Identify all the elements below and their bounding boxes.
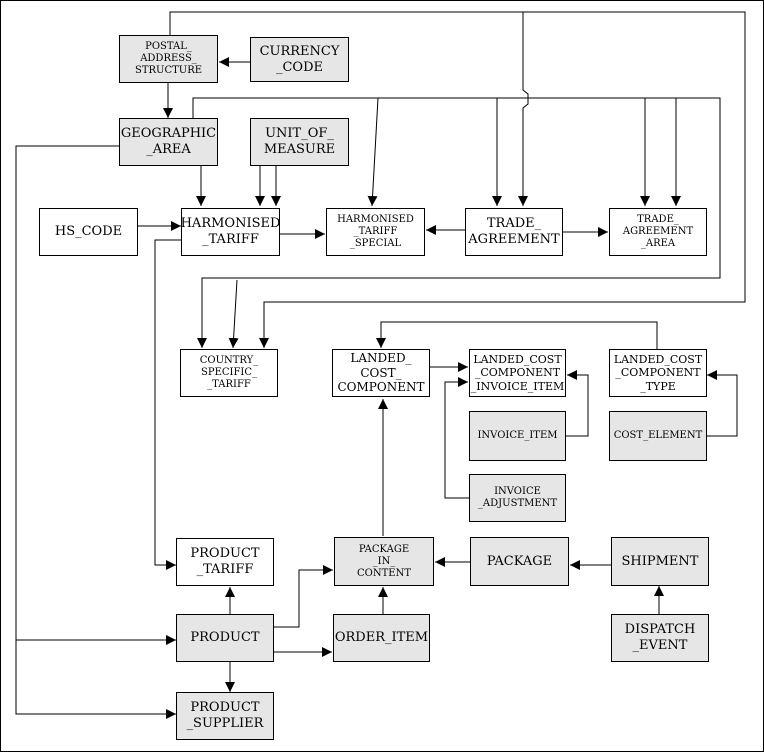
entity-order-item[interactable]: ORDER_ITEM [333,614,430,662]
entity-landed-cost-component-invoice-item[interactable]: LANDED_COST _COMPONENT _INVOICE_ITEM [469,349,566,397]
entity-currency-code[interactable]: CURRENCY _CODE [250,37,349,82]
entity-trade-agreement-area[interactable]: TRADE_ AGREEMENT _AREA [609,208,707,256]
entity-product-tariff[interactable]: PRODUCT _TARIFF [176,538,274,586]
connector-to-country-specific [228,279,239,349]
entity-package[interactable]: PACKAGE [470,537,569,586]
entity-postal-address-structure[interactable]: POSTAL_ ADDRESS_ STRUCTURE [119,35,218,83]
entity-unit-of-measure[interactable]: UNIT_OF_ MEASURE [250,118,349,166]
entity-dispatch-event[interactable]: DISPATCH _EVENT [611,614,709,662]
entity-shipment[interactable]: SHIPMENT [611,537,709,586]
entity-country-specific-tariff[interactable]: COUNTRY_ SPECIFIC_ _TARIFF [180,349,278,397]
connector-postal-loop [169,11,746,348]
entity-product-supplier[interactable]: PRODUCT _SUPPLIER [176,692,274,740]
entity-landed-cost-component[interactable]: LANDED_ COST_ COMPONENT [332,349,430,397]
connector-product-to-pic [273,565,333,628]
connector-geo-to-supplier [15,640,176,719]
connector-bar-to-hts [367,97,379,207]
entity-harmonised-tariff-special[interactable]: HARMONISED _TARIFF _SPECIAL [326,208,425,256]
connector-invoiceitem-to-lccii [566,370,589,437]
connector-geo-to-product [15,145,176,645]
entity-landed-cost-component-type[interactable]: LANDED_COST _COMPONENT _TYPE [609,349,707,397]
entity-trade-agreement[interactable]: TRADE_ AGREEMENT [465,208,563,256]
entity-harmonised-tariff[interactable]: HARMONISED _TARIFF [181,208,280,256]
connector-top-to-trade-agreement [518,12,529,206]
entity-geographic-area[interactable]: GEOGRAPHIC _AREA [119,118,218,166]
connector-type-to-lcc [376,321,658,349]
entity-cost-element[interactable]: COST_ELEMENT [609,411,707,461]
entity-product[interactable]: PRODUCT [176,614,274,662]
connector-tariff-to-product-tariff [154,239,182,570]
connector-costelement-to-type [706,370,738,437]
entity-invoice-item[interactable]: INVOICE_ITEM [469,411,566,461]
entity-package-in-content[interactable]: PACKAGE _IN_ CONTENT [334,537,434,586]
connector-geo-bar [192,97,721,348]
entity-invoice-adjustment[interactable]: INVOICE _ADJUSTMENT [469,474,566,522]
connector-adjustment-to-lccii [444,377,469,499]
entity-hs-code[interactable]: HS_CODE [39,208,138,256]
